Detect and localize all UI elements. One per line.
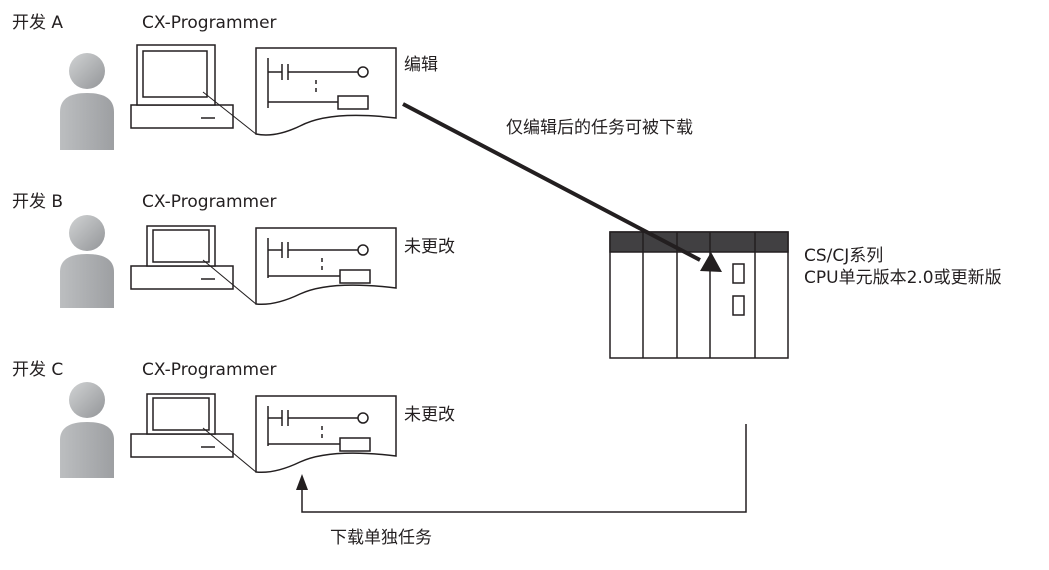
person-icon	[60, 53, 114, 150]
person-icon	[60, 382, 114, 478]
upload-arrow	[402, 102, 722, 272]
person-icon	[60, 215, 114, 308]
developer-a-label: 开发 A	[12, 13, 64, 33]
developer-c-tool-label: CX-Programmer	[142, 360, 277, 380]
developer-a-group	[60, 44, 397, 150]
developer-b-group	[60, 215, 397, 308]
developer-c-status: 未更改	[404, 405, 455, 425]
developer-b-tool-label: CX-Programmer	[142, 192, 277, 212]
ladder-sheet	[202, 47, 397, 136]
developer-a-tool-label: CX-Programmer	[142, 13, 277, 33]
computer-icon	[130, 225, 234, 290]
developer-b-label: 开发 B	[12, 192, 64, 212]
upload-arrow-label: 仅编辑后的任务可被下载	[506, 118, 693, 138]
plc-rack	[609, 231, 789, 359]
developer-c-label: 开发 C	[12, 360, 64, 380]
computer-icon	[130, 393, 234, 458]
download-arrow	[296, 424, 747, 513]
ladder-sheet	[202, 227, 397, 306]
computer-icon	[130, 44, 234, 129]
ladder-sheet	[202, 395, 397, 474]
download-arrow-label: 下载单独任务	[330, 528, 432, 548]
developer-a-status: 编辑	[404, 55, 438, 75]
developer-b-status: 未更改	[404, 237, 455, 257]
developer-c-group	[60, 382, 397, 478]
plc-series-label: CS/CJ系列	[804, 246, 884, 266]
plc-version-label: CPU单元版本2.0或更新版	[804, 268, 1002, 288]
